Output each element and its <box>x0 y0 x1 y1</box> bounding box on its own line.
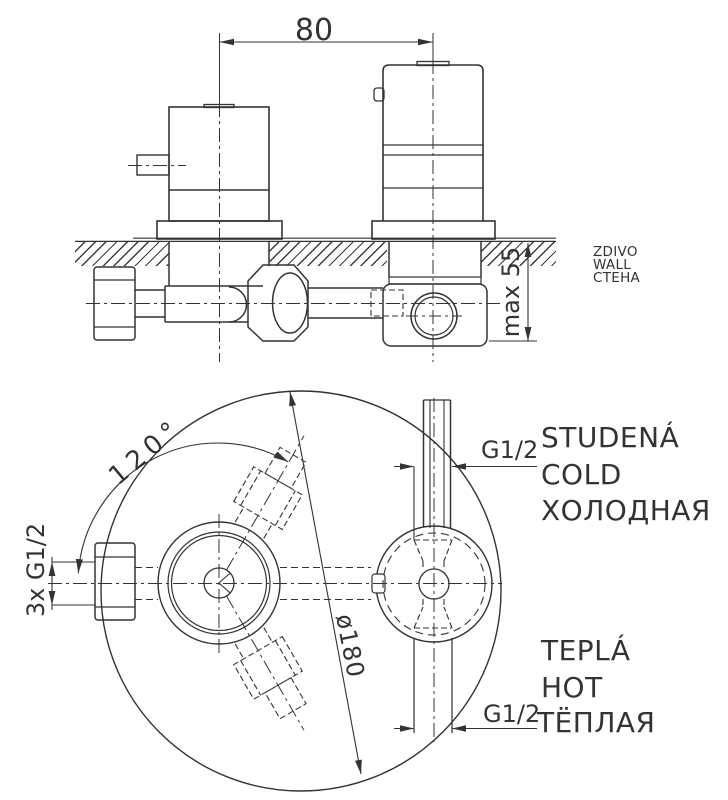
dim-spacing-text: 80 <box>294 13 334 48</box>
dim-depth-text: max 55 <box>497 246 525 338</box>
thread-hot-text: G1/2 <box>483 700 541 728</box>
dim-spacing-80 <box>219 38 433 46</box>
elevation-view <box>75 60 556 242</box>
dim-thread-count-text: 3x G1/2 <box>22 522 50 618</box>
plan-centerlines <box>48 398 502 742</box>
dim-thread-cold <box>394 463 537 470</box>
wall-hatch-right <box>481 242 556 266</box>
hot-label-cz: TEPLÁ <box>541 634 631 667</box>
wall-hatch-left <box>75 242 169 266</box>
elevation-centerlines <box>86 33 500 362</box>
cold-label-cz: STUDENÁ <box>541 421 680 454</box>
wall-label: ZDIVO WALL СТЕНА <box>593 244 641 287</box>
hidden-thread-funnels <box>413 539 453 629</box>
hot-label-en: HOT <box>541 671 603 704</box>
spindle-dome <box>228 286 248 323</box>
hidden-valve-upper <box>226 435 307 571</box>
wall-label-ru: СТЕНА <box>593 270 641 287</box>
plan-hex-nut <box>94 542 136 621</box>
dim-thread-3x <box>48 557 95 610</box>
hidden-pipes <box>135 566 371 601</box>
hot-label-ru: ТЁПЛАЯ <box>537 706 656 739</box>
cold-label-ru: ХОЛОДНАЯ <box>541 494 711 527</box>
wall-label-cz: ZDIVO <box>593 244 638 260</box>
wall-hatch-middle <box>269 242 387 266</box>
plan-view <box>94 390 502 792</box>
hidden-valve-lower <box>226 595 307 731</box>
dim-diameter-180 <box>289 391 362 775</box>
wall-label-en: WALL <box>593 257 632 274</box>
dim-thread-hot <box>394 725 537 732</box>
mixer-collar <box>388 276 482 285</box>
thread-cold-text: G1/2 <box>481 436 539 464</box>
cold-label-en: COLD <box>541 458 622 491</box>
rosette-circle <box>100 390 502 792</box>
right-valve-stub <box>373 87 385 102</box>
